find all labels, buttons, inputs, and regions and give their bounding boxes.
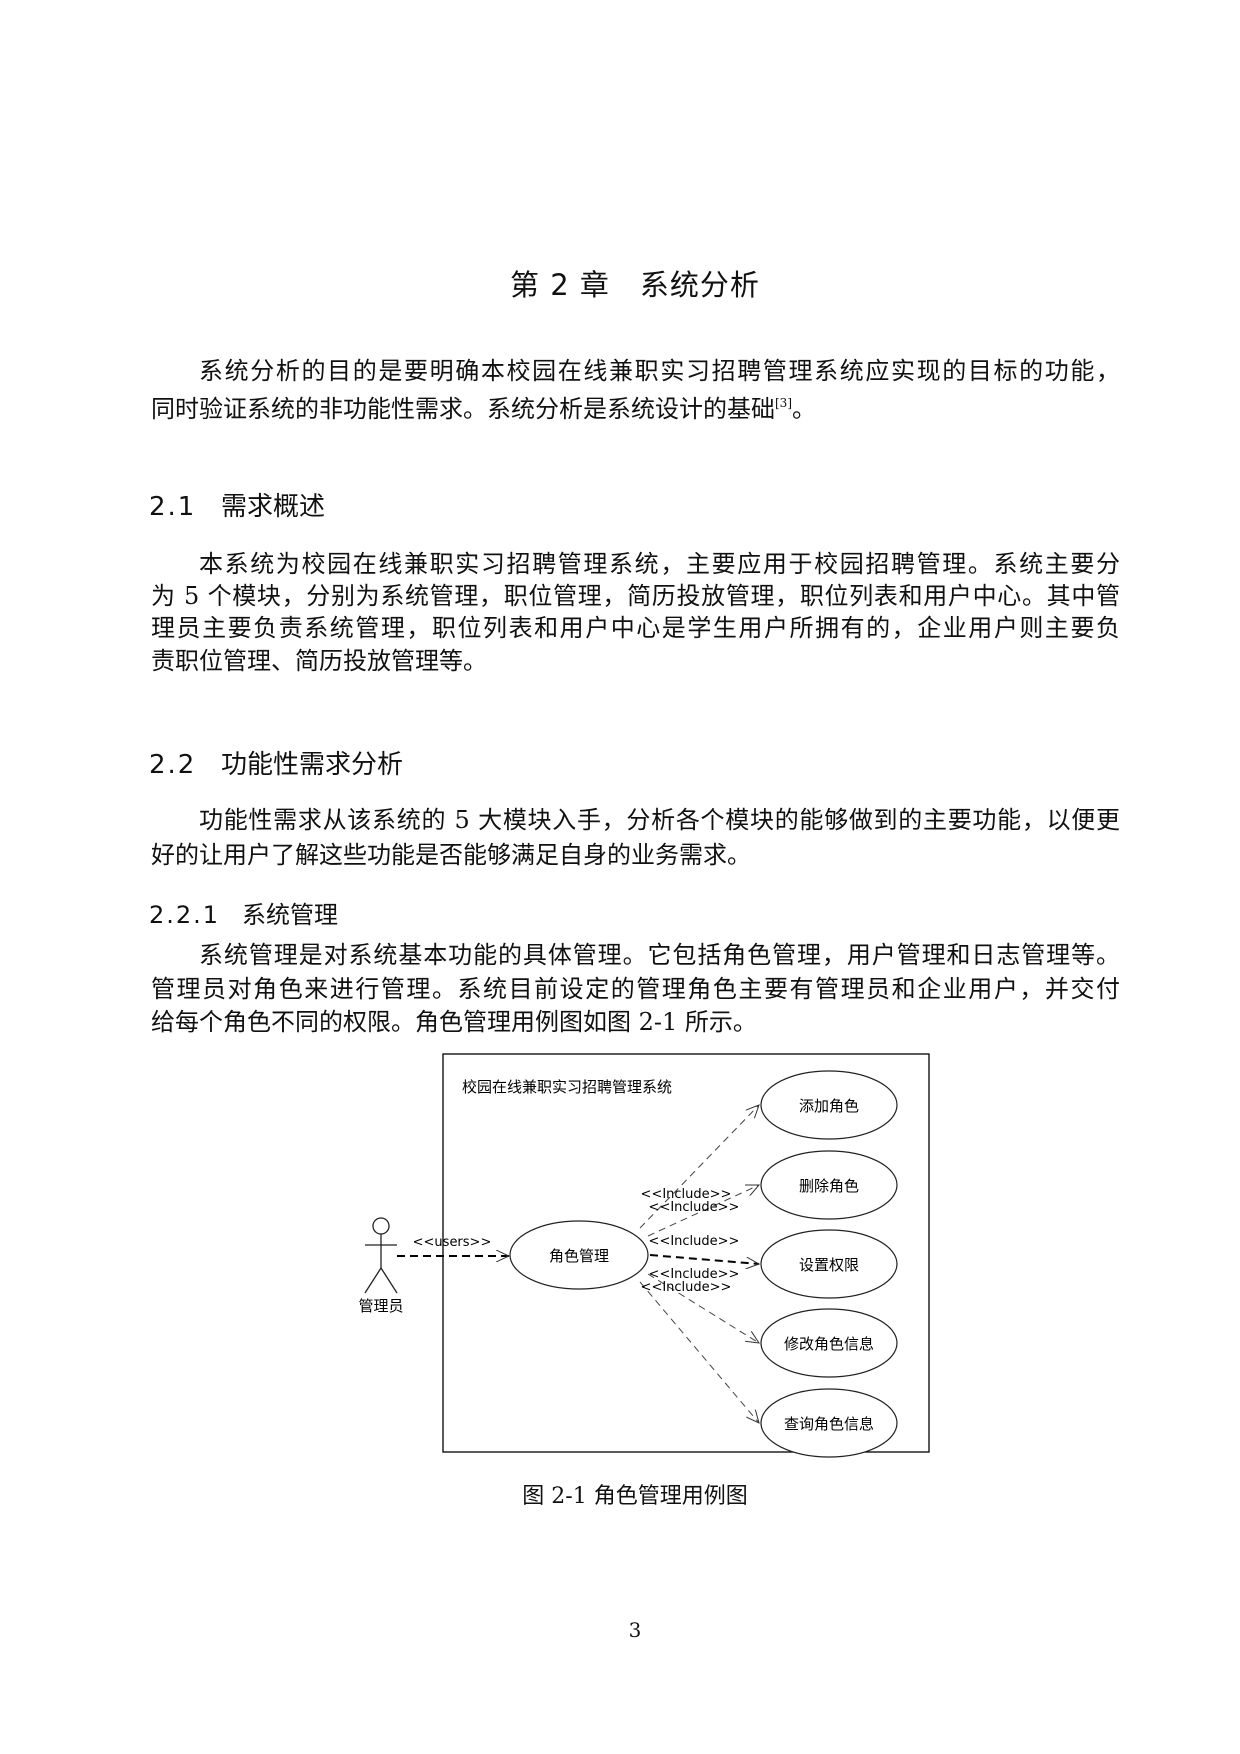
system-name: 校园在线兼职实习招聘管理系统	[462, 1078, 672, 1096]
section-number: 2.2	[149, 750, 197, 780]
system-boundary	[442, 1053, 930, 1453]
paragraph-line: 管理员对角色来进行管理。系统目前设定的管理角色主要有管理员和企业用户，并交付	[151, 975, 1120, 1003]
use-case	[760, 1150, 898, 1220]
figure-caption: 图 2-1 角色管理用例图	[522, 1484, 748, 1509]
paragraph-line: 给每个角色不同的权限。角色管理用例图如图 2-1 所示。	[151, 1008, 757, 1036]
intro-line: 系统分析的目的是要明确本校园在线兼职实习招聘管理系统应实现的目标的功能，	[199, 357, 1120, 385]
section-number: 2.2.1	[149, 901, 221, 929]
use-case	[760, 1070, 898, 1140]
paragraph-line: 好的让用户了解这些功能是否能够满足自身的业务需求。	[151, 841, 751, 869]
use-case-role-management	[509, 1220, 649, 1290]
section-number: 2.1	[149, 492, 197, 522]
intro-end: 。	[792, 395, 816, 423]
include-relation	[639, 1105, 759, 1229]
include-relation	[639, 1281, 759, 1423]
citation[interactable]: [3]	[775, 396, 792, 410]
use-case	[760, 1308, 898, 1378]
use-case-label: 修改角色信息	[784, 1335, 874, 1353]
include-label: <<Include>>	[641, 1187, 732, 1202]
paragraph-line: 功能性需求从该系统的 5 大模块入手，分析各个模块的能够做到的主要功能，以便更	[199, 806, 1120, 834]
intro-text: 同时验证系统的非功能性需求。系统分析是系统设计的基础	[151, 395, 775, 423]
section-title: 系统管理	[242, 901, 338, 929]
users-label: <<users>>	[413, 1235, 492, 1250]
use-case	[760, 1388, 898, 1458]
include-label: <<Include>>	[649, 1234, 740, 1249]
paragraph-line: 理员主要负责系统管理，职位列表和用户中心是学生用户所拥有的，企业用户则主要负	[151, 614, 1120, 642]
paragraph-line: 责职位管理、简历投放管理等。	[151, 647, 487, 675]
section-heading-2-2-1: 2.2.1 系统管理	[149, 895, 338, 930]
section-heading-2-1: 2.1 需求概述	[149, 486, 325, 523]
actor-label: 管理员	[358, 1297, 403, 1315]
use-case-label: 查询角色信息	[784, 1415, 874, 1433]
paragraph-line: 本系统为校园在线兼职实习招聘管理系统，主要应用于校园招聘管理。系统主要分	[199, 550, 1120, 578]
intro-line: 同时验证系统的非功能性需求。系统分析是系统设计的基础[3]。	[151, 387, 1120, 423]
page-number: 3	[628, 1618, 642, 1642]
include-relation	[647, 1185, 759, 1237]
include-label: <<Include>>	[649, 1200, 740, 1215]
include-relation	[649, 1254, 759, 1264]
actor-icon	[364, 1217, 398, 1294]
section-title: 功能性需求分析	[221, 750, 404, 780]
section-heading-2-2: 2.2 功能性需求分析	[149, 744, 403, 781]
use-case-label: 添加角色	[799, 1097, 859, 1115]
section-title: 需求概述	[221, 492, 326, 522]
use-case-label: 设置权限	[799, 1256, 859, 1274]
use-case-label: 角色管理	[549, 1247, 609, 1265]
paragraph-line: 为 5 个模块，分别为系统管理，职位管理，简历投放管理，职位列表和用户中心。其中…	[151, 582, 1120, 610]
use-case-label: 删除角色	[799, 1177, 859, 1195]
use-case	[760, 1229, 898, 1299]
include-relation	[647, 1273, 759, 1343]
include-label: <<Include>>	[649, 1267, 740, 1282]
chapter-title: 第 2 章 系统分析	[510, 268, 760, 302]
paragraph-line: 系统管理是对系统基本功能的具体管理。它包括角色管理，用户管理和日志管理等。	[199, 941, 1120, 969]
include-label: <<Include>>	[641, 1280, 732, 1295]
